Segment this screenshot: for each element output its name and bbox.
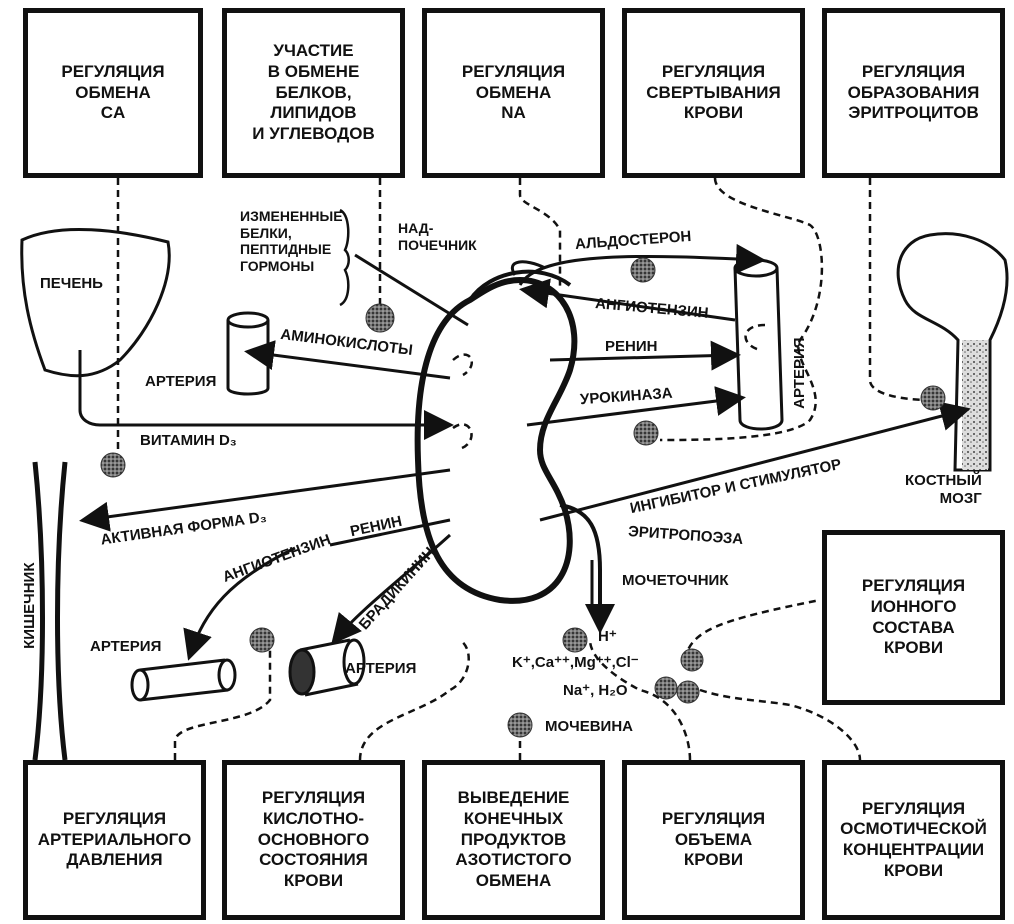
arrow-aldo-loop [511,260,546,276]
box-metabolism-participation: Участие в обмене белков, липидов и углев… [222,8,405,178]
box-erythropoiesis-regulation: Регуляция образования эритроцитов [822,8,1005,178]
ureter [559,503,602,620]
label-liver: Печень [40,275,103,292]
intestine-shape [32,461,68,761]
box-ionic-regulation: Регуляция ионного состава крови [822,530,1005,705]
arrow-angiotensin-top [519,278,736,322]
label-ureter: Мочеточник [622,572,729,589]
arrow-active-d3 [79,468,451,532]
arrow-vitamin [78,350,454,440]
box-nitrogen-excretion: Выведение конечных продуктов азотистого … [422,760,605,920]
box-sodium-regulation: Регуляция обмена Na [422,8,605,178]
box-acid-base-regulation: Регуляция кислотно- основного состояния … [222,760,405,920]
label-artery-bc: Артерия [345,660,417,677]
arrow-renin-bottom [329,518,451,547]
arrow-renin-top [549,340,741,371]
liver-shape [20,228,171,378]
label-artery-left: Артерия [145,373,217,390]
arrow-adrenal [354,253,469,327]
kidney-outline [414,276,578,604]
box-calcium-regulation: Регуляция обмена Ca [23,8,203,178]
arrow-aminoacids [244,340,451,380]
arrow-urokinase [526,386,746,427]
label-h-ion: H⁺ [598,628,617,645]
box-pressure-regulation: Регуляция артериального давления [23,760,206,920]
arrow-angiotensin-bottom [183,546,296,661]
label-artery-right: Артерия [791,337,809,409]
label-adrenal: Над- почечник [398,220,477,253]
label-marrow: Костный мозг [905,472,982,507]
label-urea: Мочевина [545,718,633,735]
label-artery-bl: Артерия [90,638,162,655]
artery-right-tube [733,258,784,431]
artery-bottom-left-tube [130,658,237,702]
label-na-h2o: Na⁺, H₂O [563,682,628,699]
box-osmotic-regulation: Регуляция осмотической концентрации кров… [822,760,1005,920]
box-coagulation-regulation: Регуляция свертывания крови [622,8,805,178]
arrow-aldosterone [518,243,766,286]
brace [339,208,350,307]
label-ions: K⁺,Ca⁺⁺,Mg⁺⁺,Cl⁻ [512,654,639,671]
bone-shape [896,232,1009,472]
bone-marrow [962,340,988,470]
arrow-erythro [539,401,971,522]
label-vitamin: Витамин D₃ [140,432,237,449]
box-volume-regulation: Регуляция объема крови [622,760,805,920]
label-renin-top: Ренин [605,338,658,355]
dot-markers [100,257,946,738]
label-proteins: Измененные белки, пептидные гормоны [240,208,343,274]
label-intestine: Кишечник [21,562,39,649]
adrenal-gland [468,269,572,302]
arrow-bradykinin [331,533,452,645]
